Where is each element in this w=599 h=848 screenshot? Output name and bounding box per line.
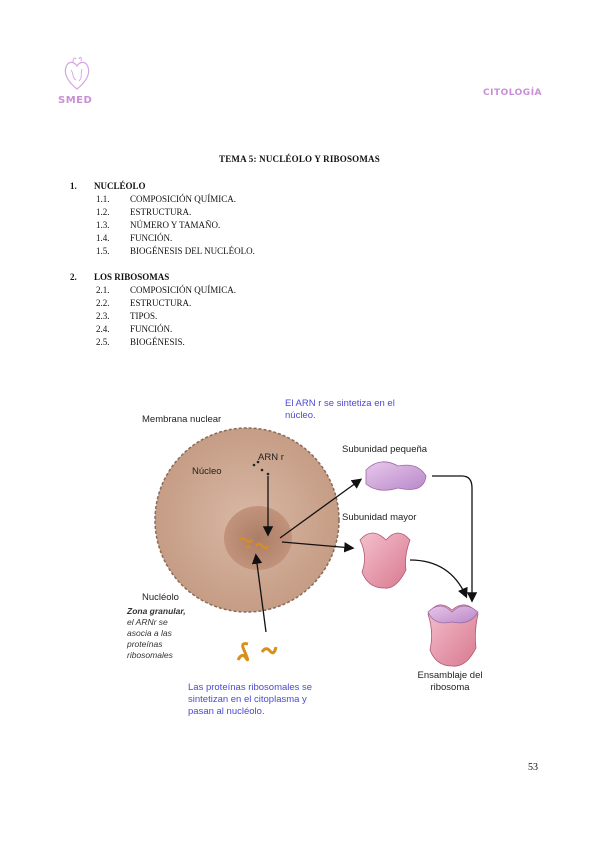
large-subunit-label: Subunidad mayor xyxy=(342,512,417,523)
zona-note-line: proteínas xyxy=(127,639,163,649)
toc-heading-2: 2. LOS RIBOSOMAS xyxy=(70,271,255,284)
arn-note: El ARN r se sintetiza en el núcleo. xyxy=(285,398,395,422)
toc-number: 2.4. xyxy=(96,324,110,334)
proteinas-note-line: Las proteínas ribosomales se xyxy=(188,682,313,693)
zona-note-line: asocia a las xyxy=(127,628,172,638)
toc-label: NUCLÉOLO xyxy=(94,181,146,191)
toc-label: FUNCIÓN. xyxy=(130,233,173,243)
table-of-contents: 1. NUCLÉOLO 1.1.COMPOSICIÓN QUÍMICA. 1.2… xyxy=(70,180,255,349)
toc-number: 2.1. xyxy=(96,285,110,295)
toc-number: 1.1. xyxy=(96,194,110,204)
toc-number: 2.5. xyxy=(96,337,110,347)
arn-note-line: El ARN r se sintetiza en el xyxy=(285,398,395,409)
zona-note-line: el ARNr se xyxy=(127,617,168,627)
page-number: 53 xyxy=(528,762,538,773)
toc-label: ESTRUCTURA. xyxy=(130,298,192,308)
toc-number: 1.3. xyxy=(96,220,110,230)
toc-item: 1.4. FUNCIÓN. xyxy=(96,232,255,245)
ensamblaje-label: Ensamblaje del ribosoma xyxy=(413,670,487,694)
toc-label: BIOGÉNESIS DEL NUCLÉOLO. xyxy=(130,246,255,256)
toc-item: 1.1. COMPOSICIÓN QUÍMICA. xyxy=(96,193,255,206)
toc-number: 2.2. xyxy=(96,298,110,308)
membrana-label: Membrana nuclear xyxy=(142,414,222,425)
toc-number: 2. xyxy=(70,272,77,282)
toc-item: 1.5. BIOGÉNESIS DEL NUCLÉOLO. xyxy=(96,245,255,258)
ribosome-biogenesis-figure xyxy=(154,427,479,667)
toc-item: 1.3. NÚMERO Y TAMAÑO. xyxy=(96,219,255,232)
toc-label: COMPOSICIÓN QUÍMICA. xyxy=(130,285,237,295)
toc-number: 1.2. xyxy=(96,207,110,217)
small-subunit-label: Subunidad pequeña xyxy=(342,444,428,455)
nucleo-label: Núcleo xyxy=(192,466,222,477)
toc-item: 2.3. TIPOS. xyxy=(96,310,255,323)
toc-label: BIOGÉNESIS. xyxy=(130,337,185,347)
toc-label: TIPOS. xyxy=(130,311,158,321)
toc-number: 2.3. xyxy=(96,311,110,321)
section-label: CITOLOGÍA xyxy=(483,88,543,98)
toc-label: NÚMERO Y TAMAÑO. xyxy=(130,220,221,230)
toc-label: LOS RIBOSOMAS xyxy=(94,272,170,282)
toc-label: COMPOSICIÓN QUÍMICA. xyxy=(130,194,237,204)
large-subunit xyxy=(359,532,411,589)
zona-note-line: ribosomales xyxy=(127,650,173,660)
toc-number: 1.4. xyxy=(96,233,110,243)
toc-number: 1. xyxy=(70,181,77,191)
ensamblaje-line: Ensamblaje del xyxy=(417,670,483,681)
nucleolo-label: Nucléolo xyxy=(142,592,179,603)
toc-number: 1.5. xyxy=(96,246,110,256)
toc-item: 2.4. FUNCIÓN. xyxy=(96,323,255,336)
toc-item: 2.5. BIOGÉNESIS. xyxy=(96,336,255,349)
logo xyxy=(62,56,92,92)
zona-granular-note: Zona granular, el ARNr se asocia a las p… xyxy=(127,606,186,661)
toc-label: FUNCIÓN. xyxy=(130,324,173,334)
arn-note-line: núcleo. xyxy=(285,410,316,421)
toc-heading-1: 1. NUCLÉOLO xyxy=(70,180,255,193)
logo-text: SMED xyxy=(58,95,93,106)
zona-note-bold: Zona granular, xyxy=(127,606,186,616)
small-subunit xyxy=(365,461,427,491)
proteinas-note: Las proteínas ribosomales se sintetizan … xyxy=(188,682,312,718)
arn-label: ARN r xyxy=(258,452,284,463)
proteinas-note-line: sintetizan en el citoplasma y xyxy=(188,694,307,705)
ensamblaje-line: ribosoma xyxy=(430,682,470,693)
heart-logo-icon xyxy=(64,56,90,90)
toc-item: 2.2. ESTRUCTURA. xyxy=(96,297,255,310)
proteinas-note-line: pasan al nucléolo. xyxy=(188,706,265,717)
toc-item: 2.1. COMPOSICIÓN QUÍMICA. xyxy=(96,284,255,297)
nucleolus xyxy=(224,506,292,570)
toc-label: ESTRUCTURA. xyxy=(130,207,192,217)
page-title: TEMA 5: NUCLÉOLO Y RIBOSOMAS xyxy=(219,154,380,164)
toc-item: 1.2. ESTRUCTURA. xyxy=(96,206,255,219)
